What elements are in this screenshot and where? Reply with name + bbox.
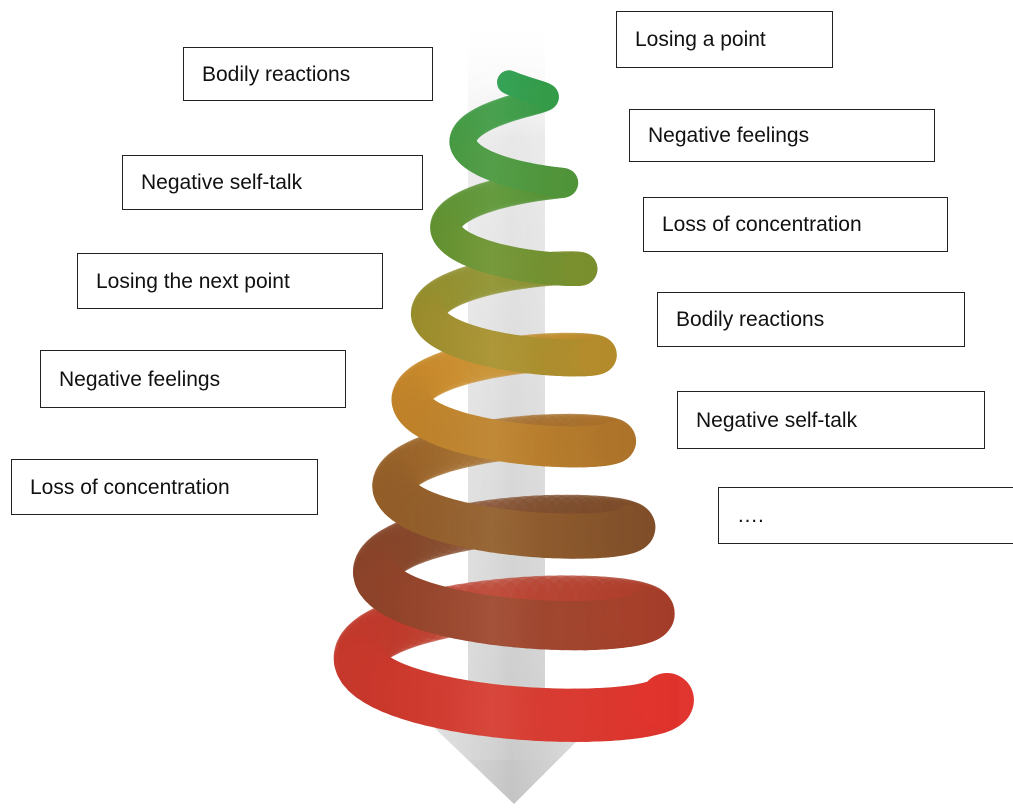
step-label: Negative self-talk [696,408,858,432]
step-ellipsis: …. [718,487,1013,544]
spiral-ribbon-front [333,40,694,760]
spiral-sheen [339,40,679,760]
step-label: Losing a point [635,28,766,51]
step-label: Negative feelings [648,124,810,147]
step-negative-self-talk: Negative self-talk [122,155,423,210]
step-label: Negative self-talk [141,171,303,194]
step-negative-self-talk-2: Negative self-talk [677,391,985,449]
step-label: Bodily reactions [676,308,825,331]
step-bodily-reactions-2: Bodily reactions [657,292,965,347]
step-label: Bodily reactions [202,62,351,86]
step-label: Loss of concentration [30,475,230,499]
step-negative-feelings-2: Negative feelings [40,350,346,408]
step-loss-of-concentration-2: Loss of concentration [11,459,318,515]
step-bodily-reactions: Bodily reactions [183,47,433,101]
step-label: Negative feelings [59,367,221,391]
step-label: …. [737,504,764,527]
step-loss-of-concentration: Loss of concentration [643,197,948,252]
step-label: Loss of concentration [662,213,862,236]
step-label: Losing the next point [96,269,290,293]
step-negative-feelings: Negative feelings [629,109,935,162]
step-losing-the-next-point: Losing the next point [77,253,383,309]
step-losing-a-point: Losing a point [616,11,833,68]
